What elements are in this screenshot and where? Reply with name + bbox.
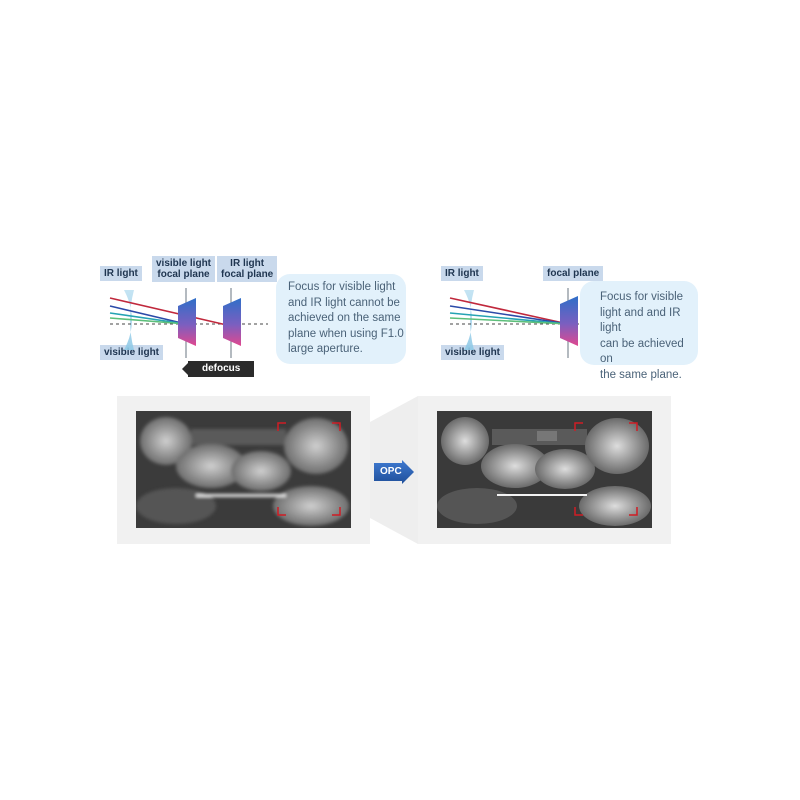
left-callout-text: Focus for visible light and IR light can… — [288, 281, 404, 355]
focus-marker-before — [277, 422, 341, 516]
ir-light-label-right: IR light — [441, 266, 483, 281]
after-panel — [418, 396, 671, 544]
defocus-badge: defocus — [188, 361, 255, 377]
focal-plane-label: focal plane — [543, 266, 604, 281]
right-callout-text: Focus for visible light and and IR light… — [600, 291, 684, 381]
lens-shape-right — [464, 290, 474, 350]
opc-arrow-icon — [374, 460, 414, 484]
left-optics-illustration — [109, 288, 268, 358]
visible-light-focal-plane-label: visible light focal plane — [152, 256, 216, 282]
defocus-arrow-left-icon — [182, 361, 190, 377]
right-optics-illustration — [449, 288, 582, 358]
ir-light-label: IR light — [100, 266, 142, 281]
visible-light-label: visible light — [100, 345, 164, 360]
before-night-image — [136, 411, 351, 528]
ir-focal-plate — [223, 298, 241, 346]
shared-focal-plate — [560, 296, 578, 346]
visible-light-label-right: visible light — [441, 345, 505, 360]
visible-focal-plate — [178, 298, 196, 346]
right-callout: Focus for visible light and and IR light… — [580, 281, 698, 381]
after-night-image — [437, 411, 652, 528]
focus-marker-after — [574, 422, 638, 516]
defocus-arrow-right-icon — [241, 361, 249, 377]
before-panel — [117, 396, 370, 544]
ir-light-focal-plane-label: IR light focal plane — [217, 256, 278, 282]
left-callout: Focus for visible light and IR light can… — [276, 274, 406, 364]
opc-label: OPC — [380, 466, 402, 477]
